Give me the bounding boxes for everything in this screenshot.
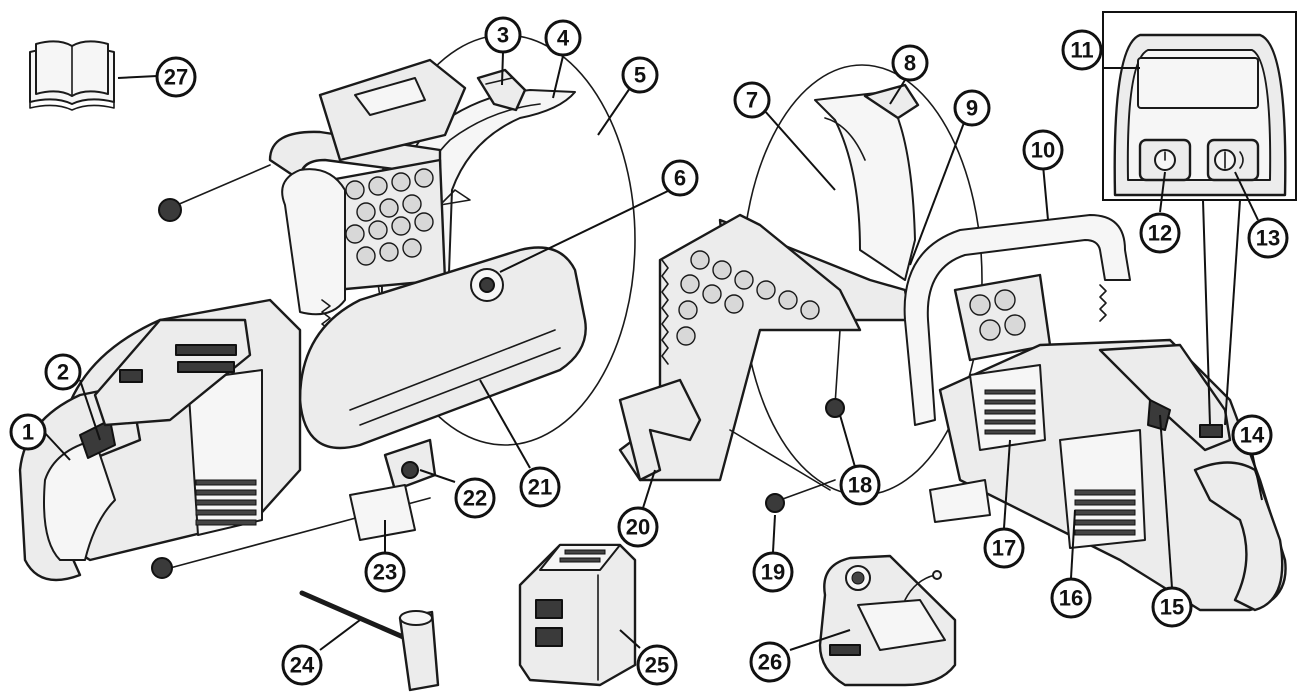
callout-14: 14 <box>1231 414 1273 456</box>
svg-text:6: 6 <box>674 166 686 191</box>
battery-pack <box>518 543 637 687</box>
svg-text:5: 5 <box>634 63 646 88</box>
svg-text:12: 12 <box>1148 221 1172 246</box>
svg-text:19: 19 <box>761 560 785 585</box>
callout-7: 7 <box>733 81 771 119</box>
svg-text:27: 27 <box>164 65 188 90</box>
callout-1: 1 <box>9 413 47 451</box>
svg-text:10: 10 <box>1031 138 1055 163</box>
vents-left <box>195 479 257 526</box>
svg-text:21: 21 <box>528 475 552 500</box>
leader-lines <box>43 51 1263 651</box>
hex-grid-right <box>676 250 820 346</box>
svg-text:24: 24 <box>290 653 315 678</box>
callout-2: 2 <box>44 353 82 391</box>
callout-19: 19 <box>752 551 794 593</box>
right-power-cutter <box>618 64 1287 612</box>
callout-9: 9 <box>953 89 991 127</box>
callout-25: 25 <box>636 644 678 686</box>
svg-text:26: 26 <box>758 650 782 675</box>
blade-arm-left <box>298 246 587 450</box>
callout-12: 12 <box>1139 212 1181 254</box>
callout-16: 16 <box>1050 577 1092 619</box>
callout-20: 20 <box>617 506 659 548</box>
svg-text:18: 18 <box>848 473 872 498</box>
control-panel-inset <box>1102 11 1297 201</box>
callout-13: 13 <box>1247 217 1289 259</box>
hex-arm-right <box>618 213 862 482</box>
callout-27: 27 <box>155 56 197 98</box>
filter-grille-right <box>984 389 1036 435</box>
svg-text:13: 13 <box>1256 226 1280 251</box>
svg-text:17: 17 <box>992 536 1016 561</box>
callout-26: 26 <box>749 641 791 683</box>
svg-text:1: 1 <box>22 420 34 445</box>
callout-21: 21 <box>519 466 561 508</box>
hex-grid-left <box>345 168 434 266</box>
callout-3: 3 <box>484 16 522 54</box>
left-power-cutter <box>18 34 636 582</box>
callout-10: 10 <box>1022 129 1064 171</box>
svg-text:15: 15 <box>1160 595 1184 620</box>
callout-8: 8 <box>891 44 929 82</box>
svg-text:14: 14 <box>1240 423 1265 448</box>
svg-text:11: 11 <box>1070 38 1093 63</box>
callout-11: 11 <box>1061 29 1103 71</box>
svg-text:25: 25 <box>645 653 669 678</box>
svg-text:9: 9 <box>966 96 978 121</box>
callout-23: 23 <box>364 551 406 593</box>
callout-17: 17 <box>983 527 1025 569</box>
svg-text:23: 23 <box>373 560 397 585</box>
callout-22: 22 <box>454 477 496 519</box>
display-screen <box>1137 57 1259 109</box>
svg-text:4: 4 <box>557 26 570 51</box>
svg-text:20: 20 <box>626 515 650 540</box>
svg-text:8: 8 <box>904 51 916 76</box>
callout-18: 18 <box>839 464 881 506</box>
callout-15: 15 <box>1151 586 1193 628</box>
svg-text:2: 2 <box>57 360 69 385</box>
svg-text:16: 16 <box>1059 586 1083 611</box>
callout-6: 6 <box>661 159 699 197</box>
top-handle-right <box>903 214 1131 426</box>
svg-text:3: 3 <box>497 23 509 48</box>
svg-text:22: 22 <box>463 486 487 511</box>
callout-4: 4 <box>544 19 582 57</box>
box-wrench <box>299 590 440 692</box>
callout-24: 24 <box>281 644 323 686</box>
callout-5: 5 <box>621 56 659 94</box>
manual-book-icon <box>29 40 115 111</box>
battery-top-vents <box>559 549 606 563</box>
svg-text:7: 7 <box>746 88 758 113</box>
battery-charger <box>818 554 957 687</box>
